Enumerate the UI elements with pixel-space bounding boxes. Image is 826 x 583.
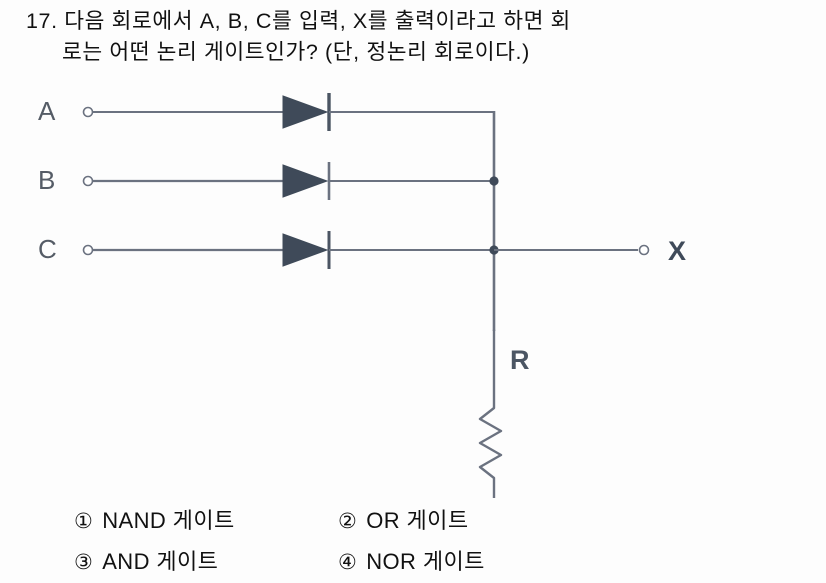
choice-label-4: NOR 게이트 bbox=[366, 549, 485, 574]
circuit-diagram: A B C X R bbox=[0, 78, 826, 498]
input-terminal-a bbox=[82, 106, 94, 118]
choice-option-3[interactable]: ③ AND 게이트 bbox=[74, 541, 218, 583]
diode-b-anode-triangle bbox=[282, 164, 329, 198]
input-terminal-c bbox=[82, 244, 94, 256]
choice-marker-3: ③ bbox=[74, 551, 94, 574]
choice-marker-4: ④ bbox=[338, 551, 358, 574]
choice-option-4[interactable]: ④ NOR 게이트 bbox=[338, 541, 485, 583]
diode-c-anode-triangle bbox=[282, 233, 329, 267]
choice-marker-1: ① bbox=[74, 510, 94, 533]
answer-choices: ① NAND 게이트 ② OR 게이트 ③ AND 게이트 ④ NOR 게이트 bbox=[0, 500, 826, 582]
choice-option-1[interactable]: ① NAND 게이트 bbox=[74, 500, 235, 542]
question-text-line-2: 로는 어떤 논리 게이트인가? (단, 정논리 회로이다.) bbox=[62, 40, 530, 64]
resistor-r-zigzag bbox=[478, 328, 503, 498]
choice-marker-2: ② bbox=[338, 510, 358, 533]
output-terminal-x bbox=[638, 244, 650, 256]
junction-dot-b bbox=[489, 176, 499, 186]
choice-row-1: ① NAND 게이트 ② OR 게이트 bbox=[0, 500, 826, 541]
question-block: 17. 다음 회로에서 A, B, C를 입력, X를 출력이라고 하면 회 로… bbox=[26, 6, 816, 68]
output-label-x: X bbox=[668, 236, 686, 266]
resistor-label-r: R bbox=[510, 345, 531, 375]
choice-row-2: ③ AND 게이트 ④ NOR 게이트 bbox=[0, 541, 826, 582]
input-label-c: C bbox=[38, 234, 58, 264]
choice-label-3: AND 게이트 bbox=[102, 549, 219, 574]
input-label-b: B bbox=[38, 165, 56, 195]
choice-label-2: OR 게이트 bbox=[366, 508, 469, 533]
input-label-a: A bbox=[38, 96, 56, 126]
question-text-line-1: 17. 다음 회로에서 A, B, C를 입력, X를 출력이라고 하면 회 bbox=[26, 9, 571, 33]
choice-option-2[interactable]: ② OR 게이트 bbox=[338, 500, 468, 542]
input-terminal-b bbox=[82, 175, 94, 187]
choice-label-1: NAND 게이트 bbox=[102, 508, 235, 533]
diode-a-anode-triangle bbox=[282, 95, 329, 129]
